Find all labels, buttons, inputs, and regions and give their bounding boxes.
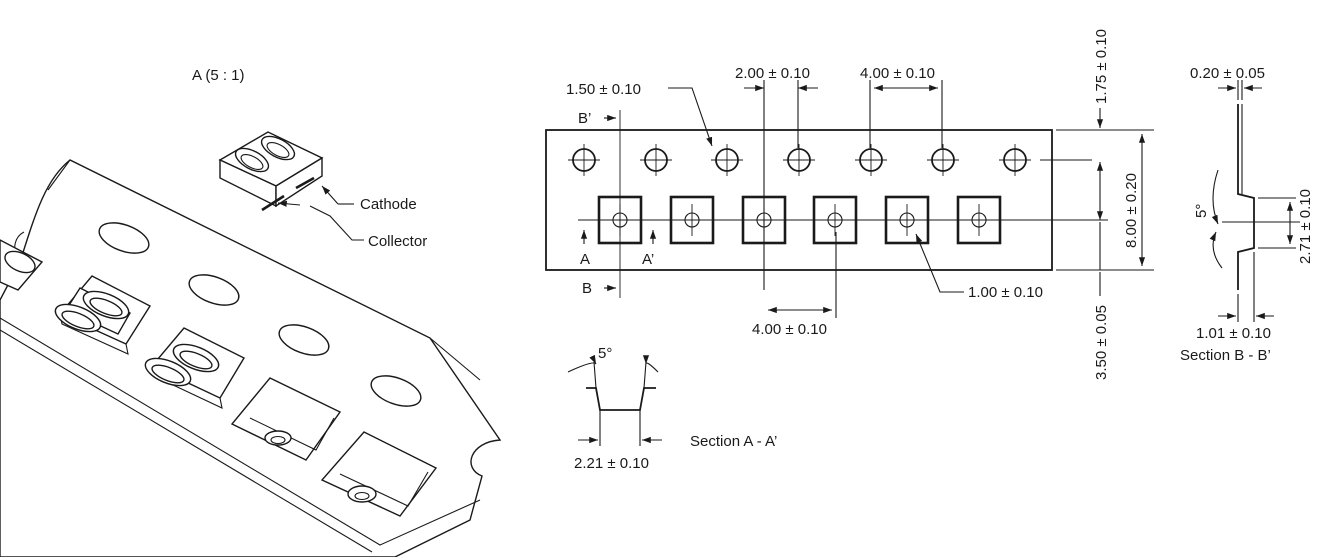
pocket	[669, 195, 715, 245]
component-detail	[218, 131, 324, 212]
sprocket-hole	[278, 324, 330, 356]
dim-edge-to-hole: 1.75 ± 0.10	[1093, 29, 1110, 104]
pocket	[812, 195, 858, 245]
sprocket-hole	[188, 274, 240, 306]
tape-top-face	[0, 159, 502, 557]
sprocket-hole	[568, 144, 600, 176]
tape-front-edge-2	[0, 329, 373, 553]
sprocket-hole	[640, 144, 672, 176]
sprocket-hole	[98, 222, 150, 254]
sprocket-holes-row	[568, 144, 1031, 176]
marker-b-prime: B’	[578, 110, 591, 127]
dim-hole-to-pocket: 2.00 ± 0.10	[735, 65, 810, 82]
section-a-angle: 5°	[598, 345, 612, 362]
collector-label: Collector	[368, 233, 427, 250]
section-b-pocket-depth: 1.01 ± 0.10	[1196, 325, 1271, 342]
section-a-width: 2.21 ± 0.10	[574, 455, 649, 472]
pocket-with-part	[54, 275, 151, 355]
sprocket-hole	[783, 144, 815, 176]
tape-front-edge	[0, 317, 481, 546]
empty-pocket	[230, 377, 342, 461]
tape-outline	[545, 129, 1053, 271]
marker-a: A	[580, 251, 590, 268]
sprocket-hole	[370, 375, 422, 407]
dim-pocket-hole: 1.00 ± 0.10	[968, 284, 1043, 301]
pocket	[884, 195, 930, 245]
empty-pocket	[320, 431, 438, 517]
sprocket-hole	[711, 144, 743, 176]
sprocket-hole	[927, 144, 959, 176]
sprocket-hole	[999, 144, 1031, 176]
dim-hole-diameter: 1.50 ± 0.10	[566, 81, 641, 98]
pocket-with-part	[144, 327, 245, 409]
tape-top-view: B’ B A A’ 1.50 ± 0.10 2.00 ± 0.10 4.00 ±…	[545, 29, 1154, 380]
section-b-thickness: 0.20 ± 0.05	[1190, 65, 1265, 82]
section-a-title: Section A - A’	[690, 433, 777, 450]
section-b-title: Section B - B’	[1180, 347, 1271, 364]
marker-b: B	[582, 280, 592, 297]
pocket	[956, 195, 1002, 245]
dim-pocket-pitch: 4.00 ± 0.10	[752, 321, 827, 338]
cathode-label: Cathode	[360, 196, 417, 213]
detail-scale-label: A (5 : 1)	[192, 67, 245, 84]
dim-hole-pitch: 4.00 ± 0.10	[860, 65, 935, 82]
dim-tape-width: 8.00 ± 0.20	[1123, 173, 1140, 248]
section-b-angle: 5°	[1193, 204, 1210, 218]
isometric-tape-view: A (5 : 1) Cathode Collector	[0, 67, 502, 557]
section-a-view: 5° 2.21 ± 0.10 Section A - A’	[567, 345, 777, 472]
dim-hole-row-to-pocket: 3.50 ± 0.05	[1093, 305, 1110, 380]
section-b-view: 0.20 ± 0.05 2.71 ± 0.10 5° 1.01 ± 0.10 S…	[1180, 65, 1314, 364]
sprocket-hole	[855, 144, 887, 176]
marker-a-prime: A’	[642, 251, 654, 268]
section-b-depth: 2.71 ± 0.10	[1297, 189, 1314, 264]
